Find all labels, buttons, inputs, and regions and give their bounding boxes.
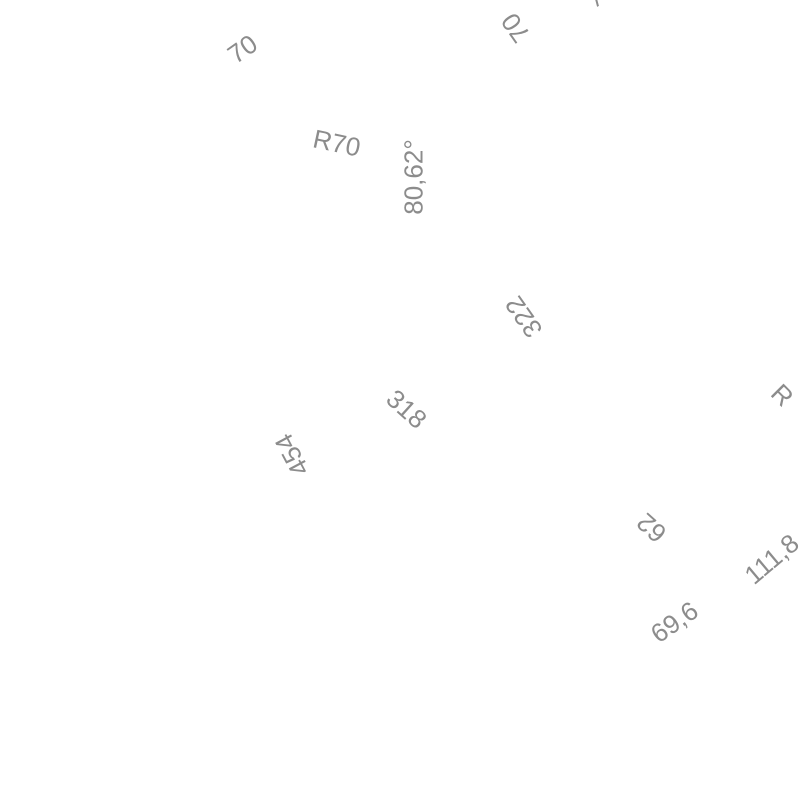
angle-label: 80,62° [398,139,429,215]
radius-label: R [765,377,800,413]
dimension-label: 111,8 [738,527,801,591]
dimension-label: 70 [222,28,263,70]
dimension-label: / [585,0,606,12]
dimension-label: 454 [268,428,316,482]
dimension-label: 69,6 [644,595,704,649]
dimension-label: 62 [630,507,673,549]
radius-label: R70 [310,123,364,163]
dimension-label: 318 [380,383,433,435]
dimension-label: 322 [498,290,549,344]
dimension-label: 70 [494,7,537,49]
